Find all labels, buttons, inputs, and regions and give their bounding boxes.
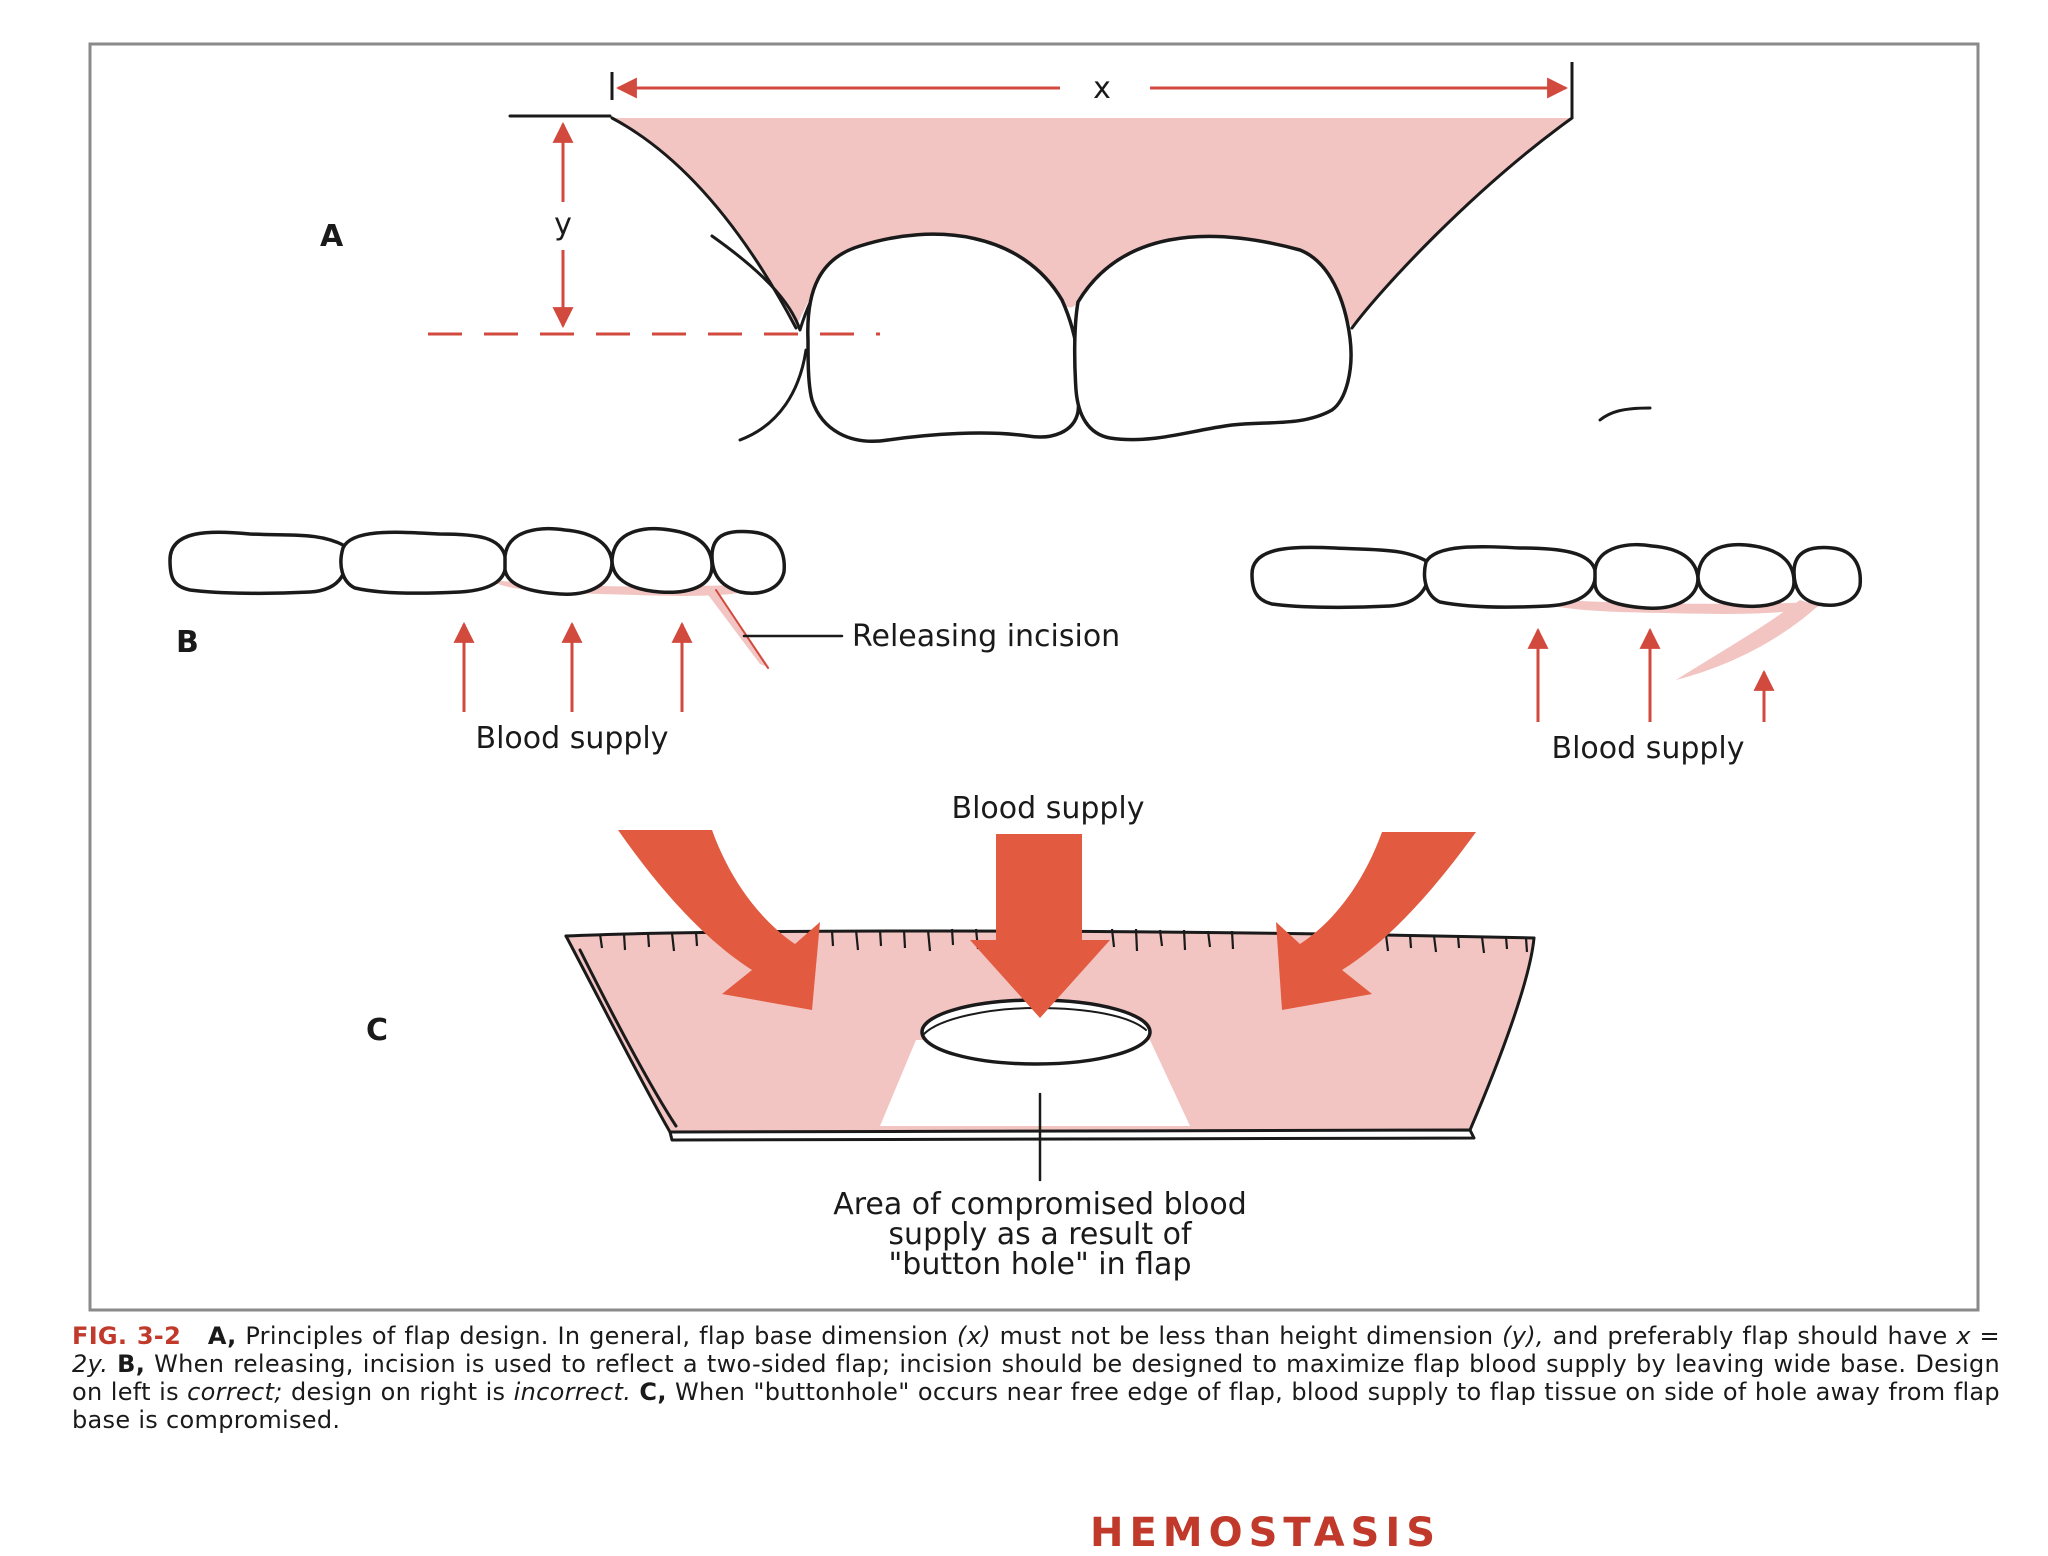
caption-correct-word: correct;	[187, 1378, 283, 1406]
panel-b: B Releasing incision Blood supply	[168, 526, 1863, 766]
caption-a-text-2: must not be less than height dimension	[999, 1322, 1494, 1350]
caption-c-letter: C,	[639, 1378, 667, 1406]
figure-frame	[88, 42, 1980, 1312]
caption-incorrect-word: incorrect.	[513, 1378, 632, 1406]
panel-a-y-label: y	[554, 207, 572, 242]
panel-c-right-arrow	[1276, 832, 1476, 1010]
panel-b-releasing-incision-label: Releasing incision	[852, 619, 1120, 654]
panel-c-compromised-label-line1: Area of compromised blood	[833, 1187, 1247, 1222]
cut-off-section-heading: HEMOSTASIS	[1090, 1510, 1442, 1556]
caption-a-text-1: Principles of flap design. In general, f…	[245, 1322, 949, 1350]
panel-c: C Blood supply	[366, 791, 1536, 1282]
caption-a-text-3: and preferably flap should have	[1552, 1322, 1948, 1350]
panel-c-blood-supply-label: Blood supply	[951, 791, 1144, 826]
caption-c-text: When "buttonhole" occurs near free edge …	[72, 1378, 2000, 1434]
caption-y-var: (y),	[1502, 1322, 1544, 1350]
figure-caption: FIG. 3-2 A, Principles of flap design. I…	[72, 1322, 2000, 1434]
panel-b-left-blood-supply-label: Blood supply	[475, 721, 668, 756]
panel-a-tooth-left	[806, 232, 1082, 443]
panel-a-x-label: x	[1093, 71, 1111, 106]
panel-b-right-blood-supply-label: Blood supply	[1551, 731, 1744, 766]
caption-b-letter: B,	[117, 1350, 146, 1378]
panel-c-left-arrow	[618, 830, 820, 1010]
caption-b-text-1: When releasing, incision is used to refl…	[72, 1350, 2000, 1406]
caption-formula: x = 2y.	[72, 1322, 2000, 1378]
caption-b-text-2: design on right is	[290, 1378, 506, 1406]
panel-b-letter: B	[176, 625, 199, 660]
panel-b-right-design: Blood supply	[1250, 542, 1863, 766]
panel-a-flap	[612, 118, 1572, 328]
panel-a: x y A	[320, 62, 1652, 443]
panel-c-center-arrow	[970, 834, 1110, 1018]
panel-a-tooth-right	[1072, 234, 1353, 442]
panel-c-compromised-label-line3: "button hole" in flap	[889, 1247, 1192, 1282]
panel-c-compromised-area	[880, 1040, 1190, 1126]
panel-c-compromised-label-line2: supply as a result of	[888, 1217, 1193, 1252]
caption-a-letter: A,	[207, 1322, 237, 1350]
caption-fig-number: FIG. 3-2	[72, 1322, 182, 1350]
panel-c-letter: C	[366, 1013, 388, 1048]
caption-x-var: (x)	[957, 1322, 991, 1350]
panel-b-left-design: Releasing incision Blood supply	[168, 526, 1120, 756]
panel-a-letter: A	[320, 219, 344, 254]
